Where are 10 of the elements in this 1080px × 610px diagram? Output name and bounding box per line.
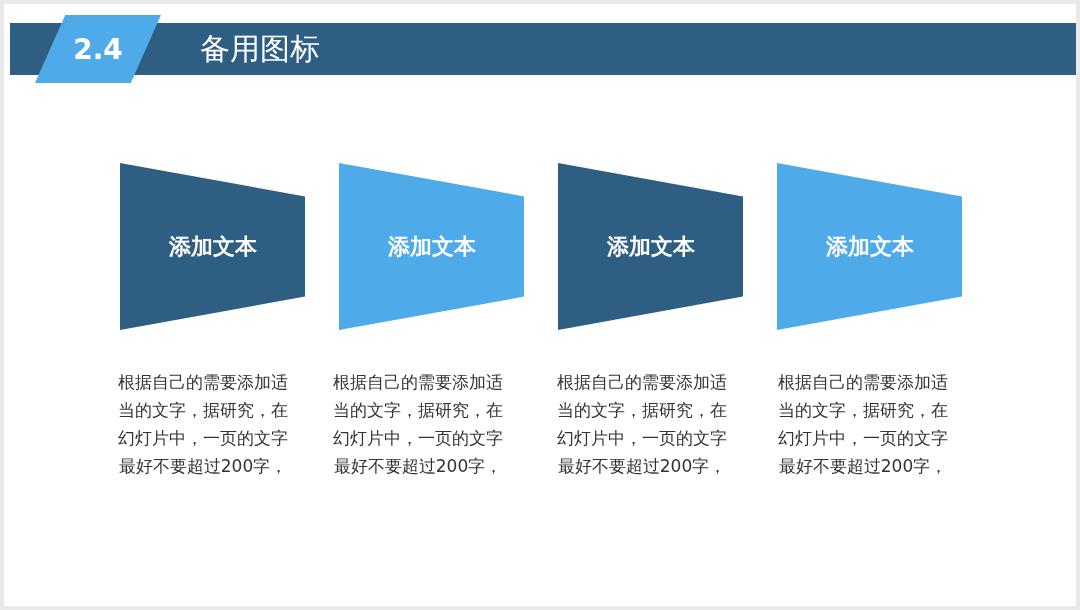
slide-title: 备用图标 [200, 30, 320, 68]
shape-label: 添加文本 [825, 232, 914, 261]
description-text: 根据自己的需要添加适当的文字，据研究，在幻灯片中，一页的文字最好不要超过200字， [556, 371, 728, 478]
description-text: 根据自己的需要添加适当的文字，据研究，在幻灯片中，一页的文字最好不要超过200字， [332, 371, 504, 478]
shape-label: 添加文本 [387, 232, 476, 261]
description-text: 根据自己的需要添加适当的文字，据研究，在幻灯片中，一页的文字最好不要超过200字， [117, 371, 289, 478]
description-text: 根据自己的需要添加适当的文字，据研究，在幻灯片中，一页的文字最好不要超过200字， [777, 371, 949, 478]
shape-label: 添加文本 [168, 232, 257, 261]
shape-label: 添加文本 [606, 232, 695, 261]
section-number: 2.4 [73, 32, 123, 66]
